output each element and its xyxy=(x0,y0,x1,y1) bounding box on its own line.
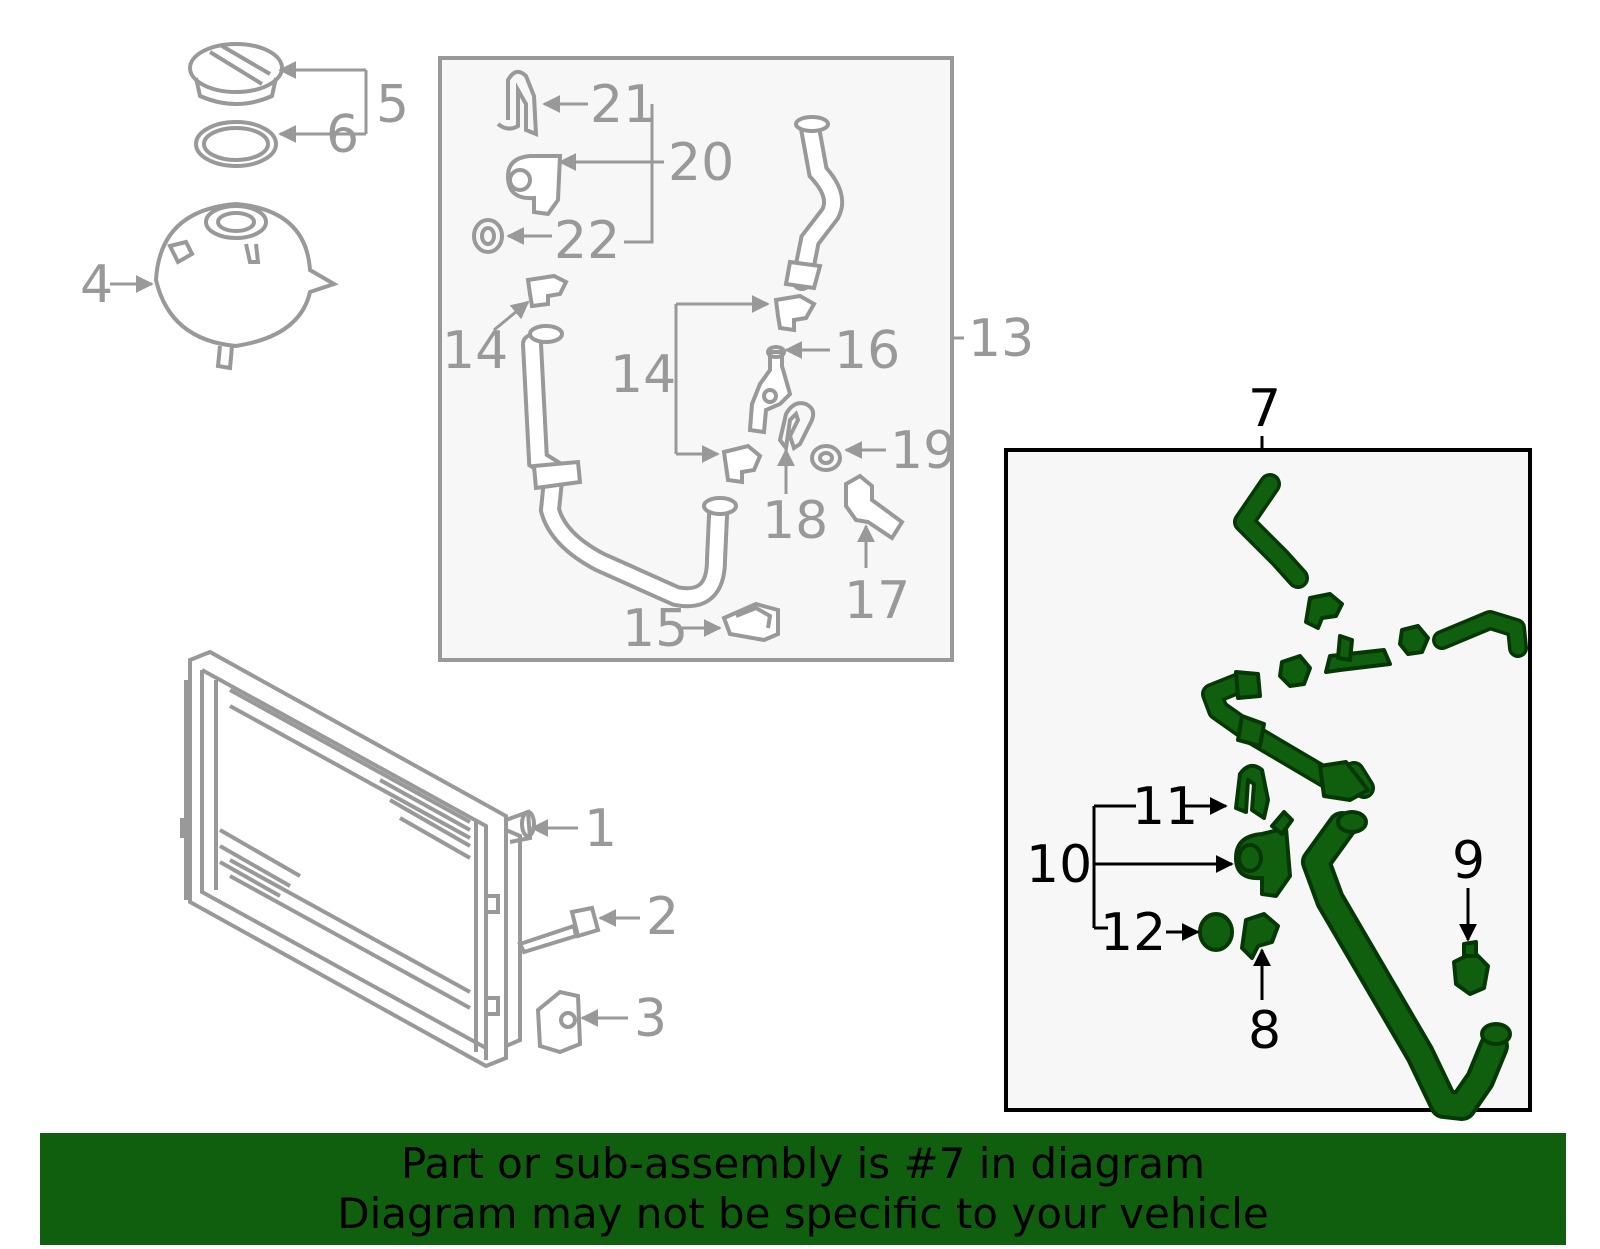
callout-11: 11 xyxy=(1132,777,1198,837)
notice-banner: Part or sub-assembly is #7 in diagram Di… xyxy=(40,1133,1566,1245)
radiator-bolt xyxy=(517,905,601,955)
callout-7: 7 xyxy=(1248,379,1281,439)
callout-2: 2 xyxy=(646,887,679,947)
highlighted-hose-assembly xyxy=(1198,473,1528,1121)
callout-19: 19 xyxy=(890,421,956,481)
callout-14-center: 14 xyxy=(610,345,676,405)
radiator-mount-bracket xyxy=(535,989,583,1055)
radiator xyxy=(180,649,522,1069)
callout-8: 8 xyxy=(1248,1001,1281,1061)
leaders-middle xyxy=(493,95,886,637)
callout-16: 16 xyxy=(834,321,900,381)
banner-line-2: Diagram may not be specific to your vehi… xyxy=(337,1189,1269,1238)
coolant-reservoir xyxy=(153,201,339,371)
callout-6: 6 xyxy=(326,105,359,165)
callout-15: 15 xyxy=(622,599,688,659)
middle-box-parts xyxy=(472,69,905,643)
callout-9: 9 xyxy=(1452,831,1485,891)
callout-17: 17 xyxy=(844,571,910,631)
banner-line-1: Part or sub-assembly is #7 in diagram xyxy=(400,1139,1206,1188)
callout-18: 18 xyxy=(762,491,828,551)
callout-4: 4 xyxy=(80,255,113,315)
callout-1: 1 xyxy=(584,799,617,859)
cap-seal-ring xyxy=(194,120,278,168)
callout-10: 10 xyxy=(1026,835,1092,895)
callout-5: 5 xyxy=(376,75,409,135)
callout-22: 22 xyxy=(554,211,620,271)
callout-12: 12 xyxy=(1100,903,1166,963)
callout-14-left: 14 xyxy=(442,321,508,381)
leaders-right xyxy=(1092,797,1477,1000)
callout-21: 21 xyxy=(590,75,656,135)
callout-20: 20 xyxy=(668,133,734,193)
callout-13: 13 xyxy=(968,309,1034,369)
notice-banner-bg xyxy=(40,1133,1566,1245)
leaders-radiator xyxy=(530,819,640,1027)
reservoir-cap xyxy=(188,42,284,106)
leaders-left xyxy=(110,61,368,293)
callout-3: 3 xyxy=(634,989,667,1049)
